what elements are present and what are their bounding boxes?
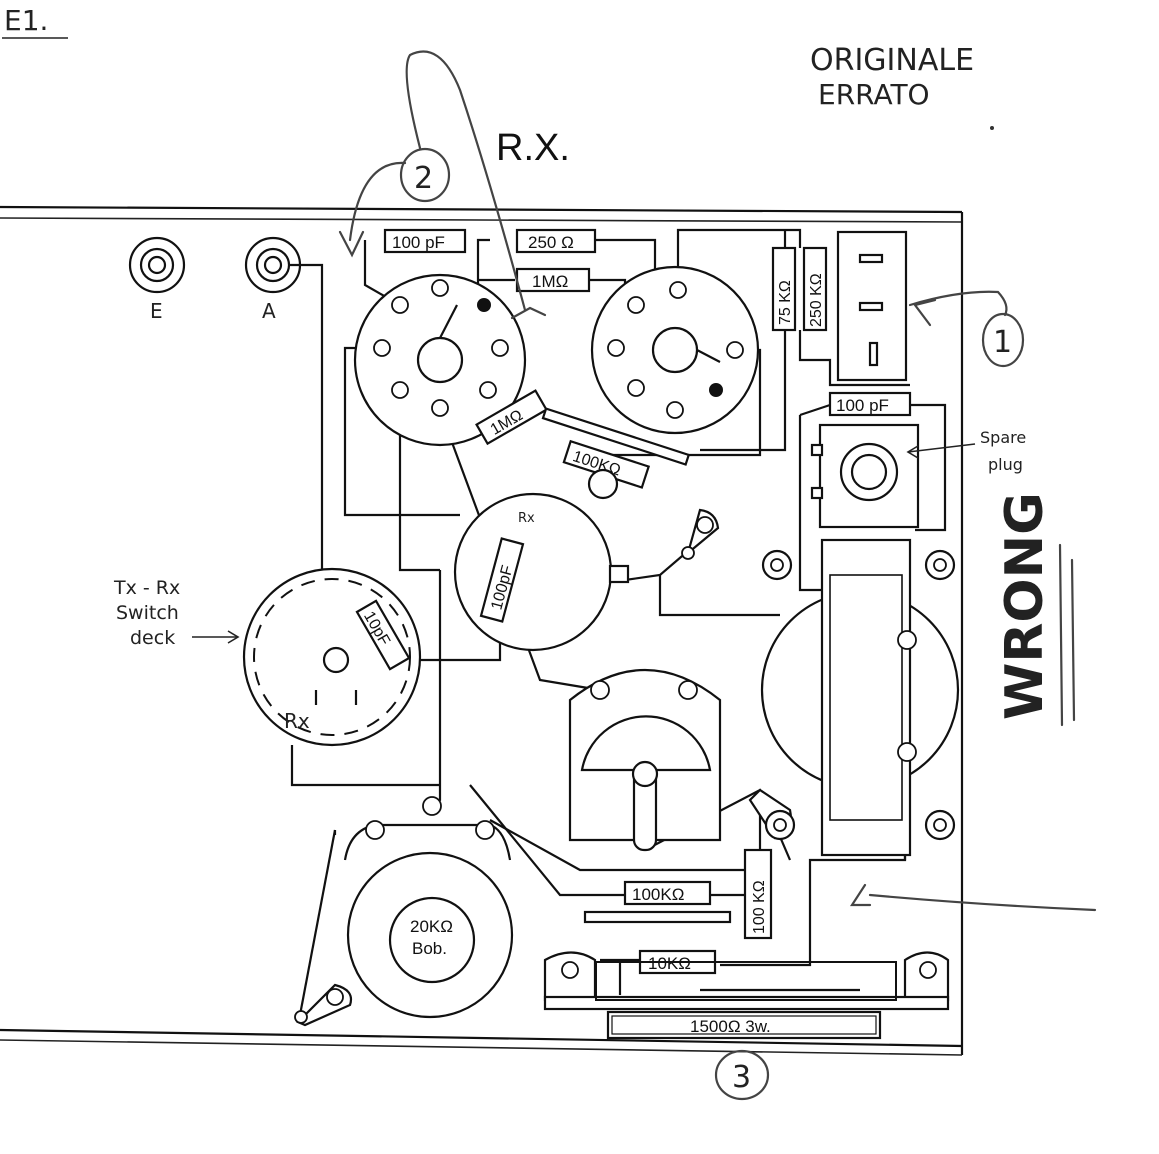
- potentiometer-20k: [343, 796, 514, 1019]
- resistor-100k-bottom-label: 100KΩ: [632, 885, 684, 904]
- spare-plug: [810, 423, 920, 529]
- section-title: R.X.: [496, 127, 570, 169]
- resistor-100k-bottom: [623, 880, 712, 906]
- antenna-label: A: [262, 299, 276, 323]
- wrong-note: WRONG: [995, 492, 1055, 720]
- meter-mark: Rx: [518, 511, 535, 526]
- callout-1-label: 1: [993, 325, 1012, 360]
- switch-rx-label: Rx: [284, 709, 310, 733]
- resistor-bracket: [543, 951, 950, 1011]
- earth-label: E: [150, 299, 163, 323]
- callout-2-label: 2: [414, 161, 433, 196]
- original-note-line2: ERRATO: [818, 78, 930, 111]
- resistor-250k-label: 250 KΩ: [808, 273, 825, 327]
- connector-block: [836, 230, 908, 382]
- resistor-1500-3w: [606, 1010, 882, 1040]
- earth-terminal: [128, 236, 186, 294]
- switch-deck-note-line2: Switch: [116, 602, 179, 624]
- resistor-250-ohm-label: 250 Ω: [528, 233, 574, 252]
- output-transformer: [760, 538, 960, 857]
- potentiometer-label-line2: Bob.: [412, 939, 447, 958]
- switch-deck-note-line1: Tx - Rx: [113, 577, 180, 599]
- resistor-10k-label: 10KΩ: [648, 954, 691, 973]
- antenna-terminal: [244, 236, 302, 294]
- callout-3-label: 3: [732, 1060, 751, 1095]
- resistor-1m-top-label: 1MΩ: [532, 272, 568, 291]
- resistor-1m-diagonal: 1MΩ: [475, 389, 548, 446]
- resistor-250k: 250 KΩ: [802, 246, 828, 332]
- callout-2: 2: [399, 147, 451, 203]
- tag-strip-diagonal: [541, 407, 691, 466]
- resistor-75k: 75 KΩ: [771, 246, 797, 332]
- capacitor-100pf-right: [828, 391, 912, 417]
- valve-socket-right: [590, 265, 760, 435]
- capacitor-100pf-top-label: 100 pF: [392, 233, 445, 252]
- chassis-outline: [0, 205, 964, 1056]
- capacitor-100pf-top: [383, 228, 467, 254]
- original-note-line1: ORIGINALE: [810, 43, 974, 78]
- resistor-250-ohm: [515, 228, 597, 254]
- rotary-control-center: [568, 668, 722, 852]
- callout-1: 1: [981, 312, 1025, 368]
- resistor-100k-vertical: 100 KΩ: [743, 848, 773, 940]
- resistor-100k-vertical-label: 100 KΩ: [751, 880, 768, 934]
- capacitor-100pf-right-label: 100 pF: [836, 396, 889, 415]
- callout-3: 3: [714, 1049, 770, 1101]
- resistor-1500-3w-label: 1500Ω 3w.: [690, 1017, 771, 1036]
- potentiometer-label-line1: 20KΩ: [410, 917, 453, 936]
- solder-tag-pot: [294, 983, 353, 1027]
- tag-strip-bottom: [583, 910, 732, 924]
- tuning-capacitor: [453, 492, 630, 652]
- corner-mark: E1.: [4, 4, 48, 37]
- spare-plug-note-line2: plug: [988, 455, 1023, 474]
- pencil-annotations: [338, 50, 1097, 912]
- spare-plug-note-line1: Spare: [980, 428, 1026, 447]
- valve-socket-left: [353, 273, 527, 447]
- switch-deck-note-line3: deck: [130, 627, 175, 649]
- solder-tag-upper: [681, 508, 720, 560]
- resistor-75k-label: 75 KΩ: [777, 280, 794, 325]
